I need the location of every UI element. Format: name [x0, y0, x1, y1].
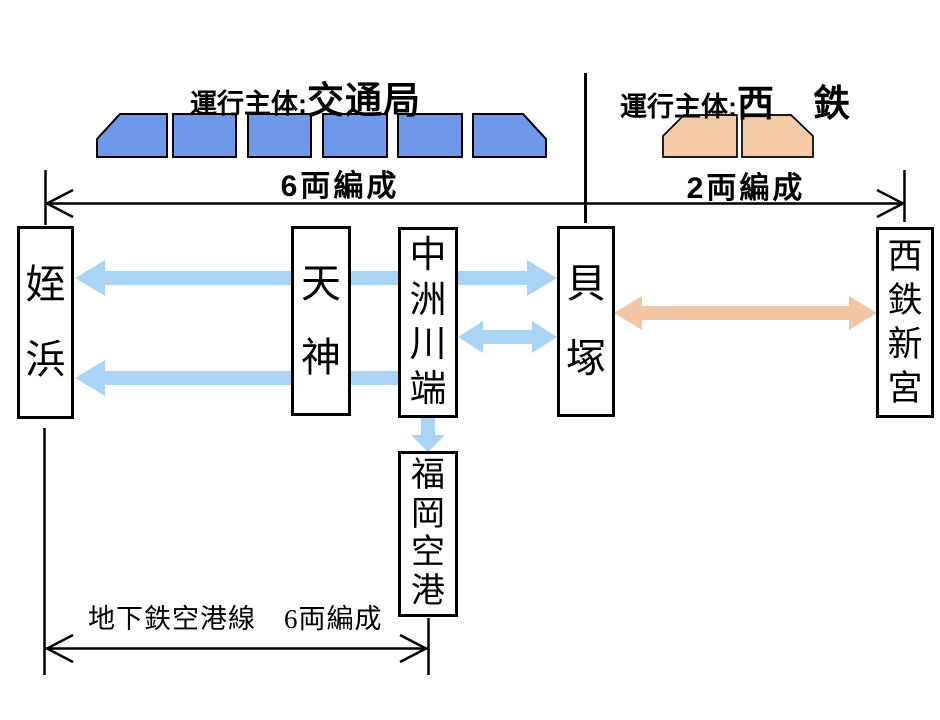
subway-line-label: 地下鉄空港線 6両編成 [88, 604, 383, 634]
station-name-char: 端 [409, 368, 447, 410]
station-name-char: 貝 [566, 261, 606, 306]
train-car-blue-3-icon [247, 113, 312, 158]
station-name-char: 塚 [566, 336, 606, 381]
operator-prefix: 運行主体: [620, 92, 737, 122]
station-name-char: 浜 [25, 337, 66, 383]
station-name-char: 空 [411, 534, 445, 572]
operator-name: 交通局 [307, 80, 421, 121]
arrow-nakasu-meinohama [75, 360, 457, 396]
measure-top-left-arrowhead-icon [44, 188, 74, 219]
train-car-blue-2-icon [172, 113, 237, 158]
train-car-peach-2-icon [741, 114, 814, 158]
station-name-char: 姪 [25, 261, 66, 307]
measure-top-right-arrowhead-icon [876, 188, 906, 219]
arrow-nakasu-kaizuka [458, 321, 557, 353]
station-box-meinohama: 姪浜 [17, 226, 74, 419]
station-box-nakasukawabata: 中洲川端 [398, 227, 458, 418]
operator-name: 西 鉄 [737, 83, 851, 124]
arrow-kaizuka-shingu [614, 296, 877, 330]
station-box-nishitetsu-shingu: 西鉄新宮 [876, 227, 934, 418]
train-car-blue-5-icon [397, 113, 463, 158]
arrow-nakasu-fukuokakuko [411, 416, 445, 452]
measure-bottom-left-arrowhead-icon [44, 633, 74, 664]
train-car-peach-1-icon [662, 114, 738, 158]
station-name-char: 西 [887, 237, 923, 276]
train-car-blue-6-icon [472, 113, 547, 158]
station-name-char: 神 [301, 335, 341, 381]
station-name-char: 新 [887, 325, 923, 364]
station-box-fukuoka-kuko: 福岡空港 [398, 451, 458, 617]
operator-label-nishitetsu: 運行主体:西 鉄 [620, 73, 851, 127]
station-name-char: 洲 [409, 279, 447, 321]
station-name-char: 川 [409, 324, 447, 366]
operator-prefix: 運行主体: [190, 89, 307, 119]
train-car-blue-1-icon [96, 113, 168, 158]
station-box-tenjin: 天神 [291, 226, 351, 416]
station-name-char: 港 [411, 573, 445, 611]
station-box-kaizuka: 貝塚 [557, 226, 615, 417]
train-car-blue-4-icon [322, 113, 388, 158]
station-name-char: 岡 [411, 495, 445, 533]
station-name-char: 天 [301, 260, 341, 306]
station-name-char: 中 [409, 235, 447, 277]
operator-label-bureau: 運行主体:交通局 [190, 70, 421, 124]
formation-label-2cars: 2両編成 [686, 172, 806, 205]
station-name-char: 福 [411, 456, 445, 494]
measure-bottom-right-arrowhead-icon [399, 633, 429, 664]
formation-label-6cars: 6両編成 [280, 170, 400, 203]
station-name-char: 宮 [887, 369, 923, 408]
station-name-char: 鉄 [887, 281, 923, 320]
